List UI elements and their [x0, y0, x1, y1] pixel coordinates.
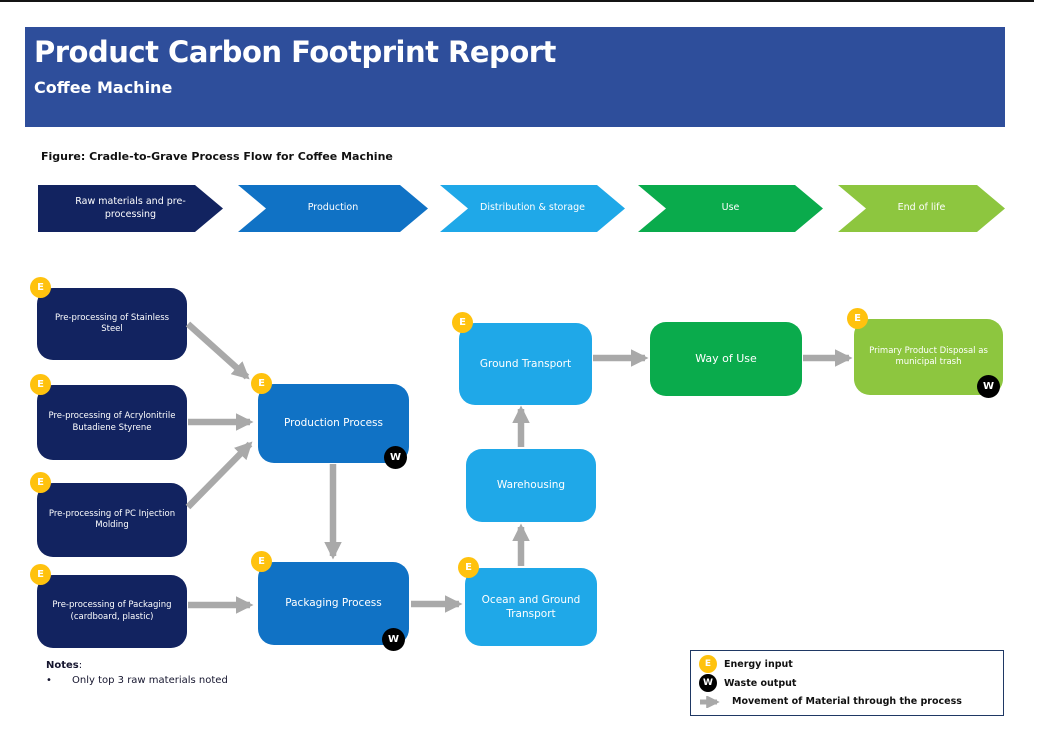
process-box-ocean-ground-transport: E Ocean and Ground Transport: [458, 557, 597, 646]
waste-output-badge: W: [382, 628, 405, 651]
arrow-pc-to-production: [185, 441, 253, 510]
process-box-label: Warehousing: [496, 479, 566, 492]
energy-input-badge: E: [30, 564, 51, 585]
process-box-label: Pre-processing of PC Injection Molding: [48, 508, 176, 530]
energy-input-badge: E: [458, 557, 479, 578]
notes-section: Notes: •Only top 3 raw materials noted: [46, 660, 228, 686]
energy-input-icon: E: [699, 655, 717, 674]
process-box-pc-injection: E Pre-processing of PC Injection Molding: [30, 472, 187, 557]
stage-label: End of life: [897, 202, 946, 214]
report-subtitle: Coffee Machine: [34, 78, 173, 97]
process-box-label: Pre-processing of Acrylonitrile Butadien…: [48, 411, 176, 433]
legend-label: Energy input: [724, 658, 793, 670]
process-box-label: Pre-processing of Packaging (cardboard, …: [52, 600, 172, 622]
legend-row-movement: Movement of Material through the process: [699, 692, 995, 711]
process-box-production: E Production Process W: [251, 373, 409, 469]
stage-label: Use: [721, 202, 740, 214]
process-box-label: Ocean and Ground Transport: [481, 593, 581, 620]
legend-row-energy: E Energy input: [699, 655, 995, 674]
process-box-packaging-process: E Packaging Process W: [251, 551, 409, 651]
waste-output-badge: W: [977, 375, 1000, 398]
process-box-label: Packaging Process: [285, 597, 382, 610]
legend-row-waste: W Waste output: [699, 674, 995, 693]
energy-input-badge: E: [30, 277, 51, 298]
process-box-packaging-materials: E Pre-processing of Packaging (cardboard…: [30, 564, 187, 648]
process-box-label: Primary Product Disposal as municipal tr…: [869, 345, 988, 367]
process-box-label: Ground Transport: [479, 357, 572, 370]
figure-caption: Figure: Cradle-to-Grave Process Flow for…: [41, 150, 393, 163]
energy-input-badge: E: [452, 312, 473, 333]
notes-heading: Notes:: [46, 660, 83, 671]
process-box-abs: E Pre-processing of Acrylonitrile Butadi…: [30, 374, 187, 460]
stage-chevron-distribution: Distribution & storage: [440, 185, 625, 232]
report-title: Product Carbon Footprint Report: [34, 35, 556, 69]
top-border-line: [0, 0, 1034, 2]
arrow-stainless-to-production: [185, 321, 250, 380]
process-box-stainless-steel: E Pre-processing of Stainless Steel: [30, 277, 187, 360]
legend-label: Waste output: [724, 677, 797, 689]
stage-label: Production: [307, 202, 359, 214]
energy-input-badge: E: [30, 472, 51, 493]
process-box-way-of-use: Way of Use: [650, 322, 802, 396]
movement-arrow-icon: [700, 695, 720, 708]
process-box-label: Pre-processing of Stainless Steel: [54, 312, 170, 334]
energy-input-badge: E: [251, 373, 272, 394]
stage-label: Raw materials and pre-processing: [75, 196, 186, 220]
legend-box: E Energy input W Waste output Movement o…: [690, 650, 1004, 716]
notes-item: •Only top 3 raw materials noted: [46, 675, 228, 686]
bullet-glyph: •: [46, 675, 52, 686]
process-box-label: Way of Use: [695, 351, 757, 365]
waste-output-icon: W: [699, 674, 717, 692]
stage-chevron-production: Production: [238, 185, 428, 232]
waste-output-badge: W: [384, 446, 407, 469]
process-box-warehousing: Warehousing: [466, 449, 596, 522]
stage-chevron-raw-materials: Raw materials and pre-processing: [38, 185, 223, 232]
report-header-banner: Product Carbon Footprint Report Coffee M…: [25, 27, 1005, 127]
stage-chevron-end-of-life: End of life: [838, 185, 1005, 232]
legend-label: Movement of Material through the process: [732, 696, 962, 708]
energy-input-badge: E: [30, 374, 51, 395]
energy-input-badge: E: [251, 551, 272, 572]
energy-input-badge: E: [847, 308, 868, 329]
process-box-ground-transport: E Ground Transport: [452, 312, 592, 405]
stage-label: Distribution & storage: [480, 202, 585, 214]
process-box-label: Production Process: [283, 417, 384, 430]
stage-chevron-use: Use: [638, 185, 823, 232]
process-box-disposal: E Primary Product Disposal as municipal …: [847, 308, 1003, 398]
